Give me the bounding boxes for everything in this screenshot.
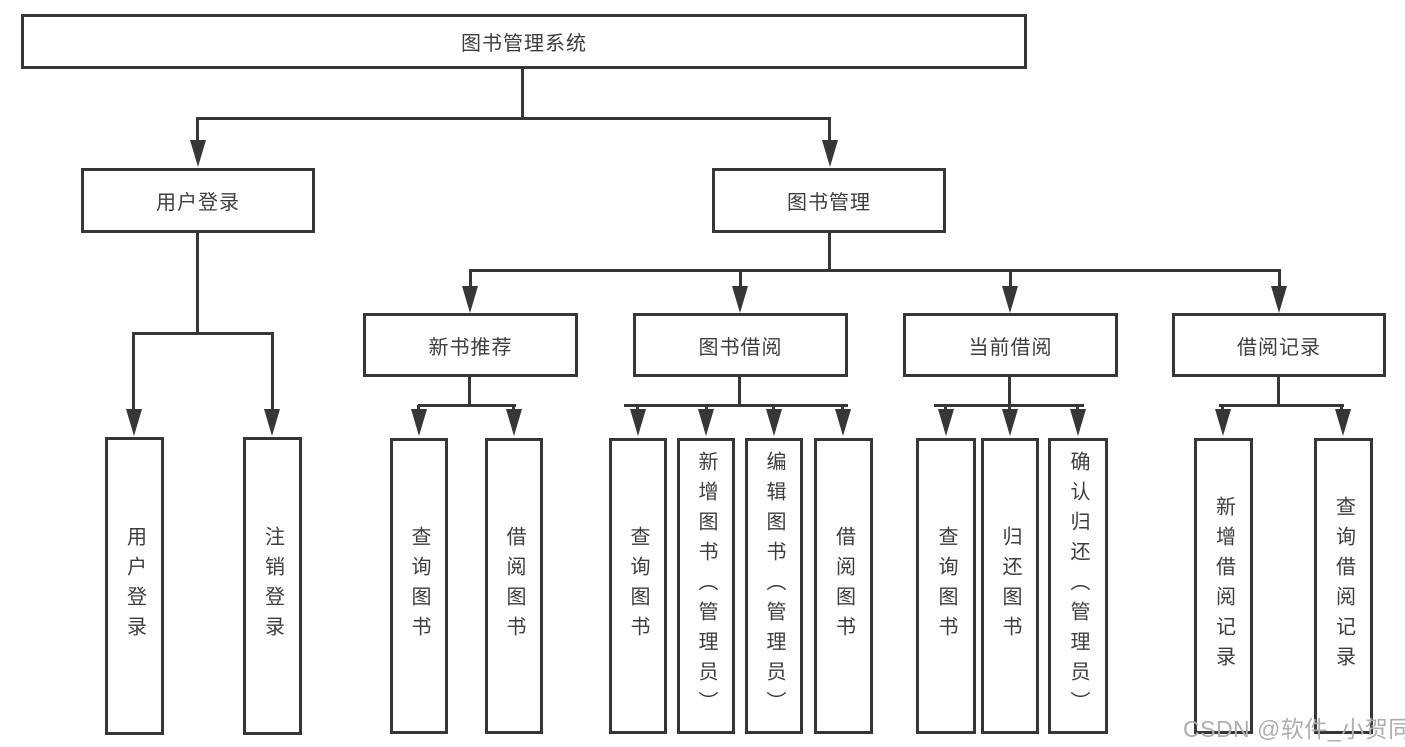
connector — [271, 334, 274, 412]
arrowhead-down — [506, 409, 522, 436]
connector — [512, 405, 515, 411]
arrowhead-down — [126, 409, 142, 436]
node-new-rec: 新书推荐 — [363, 313, 578, 377]
leaf-cb-return: 归还图书 — [981, 438, 1039, 734]
connector — [1277, 376, 1280, 406]
leaf-br-add: 新增借阅记录 — [1194, 438, 1253, 734]
connector — [1008, 376, 1011, 406]
arrowhead-down — [190, 140, 206, 167]
leaf-bb-borrow-label: 借阅图书 — [832, 526, 855, 646]
connector — [738, 376, 741, 406]
arrowhead-down — [938, 409, 954, 436]
leaf-cb-query: 查询图书 — [916, 438, 976, 734]
arrowhead-down — [630, 409, 646, 436]
connector — [417, 405, 420, 411]
connector — [636, 405, 639, 411]
connector — [196, 117, 831, 120]
connector — [418, 404, 516, 407]
leaf-bb-edit: 编辑图书（管理员） — [745, 438, 803, 734]
connector — [469, 271, 472, 287]
arrowhead-down — [264, 409, 280, 436]
connector — [841, 405, 844, 411]
connector — [828, 232, 831, 272]
leaf-br-query-label: 查询借阅记录 — [1332, 496, 1355, 676]
connector — [1221, 405, 1224, 411]
node-borrow-label: 图书借阅 — [698, 336, 783, 359]
connector — [705, 405, 708, 411]
node-record: 借阅记录 — [1172, 313, 1386, 377]
leaf-cb-return-label: 归还图书 — [999, 526, 1021, 646]
leaf-nr-query-label: 查询图书 — [408, 526, 430, 646]
connector — [1219, 404, 1344, 407]
connector — [468, 376, 471, 406]
connector — [772, 405, 775, 411]
node-record-label: 借阅记录 — [1237, 336, 1321, 359]
arrowhead-down — [1215, 409, 1231, 436]
leaf-br-add-label: 新增借阅记录 — [1212, 496, 1235, 676]
arrowhead-down — [1002, 409, 1018, 436]
connector — [196, 232, 199, 334]
csdn-watermark: CSDN @软件_小贺同学 — [1183, 716, 1405, 742]
arrowhead-down — [835, 409, 851, 436]
leaf-user-login: 用户登录 — [105, 437, 164, 735]
connector — [1008, 405, 1011, 411]
leaf-bb-add: 新增图书（管理员） — [677, 438, 735, 734]
arrowhead-down — [1070, 409, 1086, 436]
leaf-bb-edit-label: 编辑图书（管理员） — [763, 451, 785, 721]
connector — [739, 271, 742, 287]
connector — [1076, 405, 1079, 411]
arrowhead-down — [462, 286, 478, 313]
node-root: 图书管理系统 — [21, 14, 1027, 69]
arrowhead-down — [1002, 286, 1018, 313]
arrowhead-down — [1335, 409, 1351, 436]
leaf-nr-query: 查询图书 — [390, 438, 448, 734]
leaf-cb-query-label: 查询图书 — [935, 526, 957, 646]
node-mgmt-branch-label: 图书管理 — [787, 192, 871, 214]
arrowhead-down — [822, 140, 838, 167]
connector — [469, 269, 1281, 272]
node-root-label: 图书管理系统 — [461, 33, 587, 55]
leaf-bb-add-label: 新增图书（管理员） — [695, 451, 717, 721]
leaf-bb-borrow: 借阅图书 — [814, 438, 873, 734]
leaf-cb-confirm-label: 确认归还（管理员） — [1067, 451, 1089, 721]
leaf-logout: 注销登录 — [243, 437, 302, 735]
arrowhead-down — [1271, 286, 1287, 313]
leaf-cb-confirm: 确认归还（管理员） — [1048, 438, 1108, 734]
connector — [624, 404, 848, 407]
node-current: 当前借阅 — [903, 313, 1118, 377]
arrowhead-down — [732, 286, 748, 313]
arrowhead-down — [411, 409, 427, 436]
leaf-bb-query: 查询图书 — [609, 438, 667, 734]
arrowhead-down — [698, 409, 714, 436]
connector — [132, 334, 135, 412]
leaf-nr-borrow: 借阅图书 — [485, 438, 543, 734]
node-login-branch: 用户登录 — [81, 168, 315, 233]
node-new-rec-label: 新书推荐 — [428, 336, 513, 359]
connector — [1278, 271, 1281, 287]
connector — [1340, 405, 1343, 411]
leaf-br-query: 查询借阅记录 — [1314, 438, 1373, 734]
node-current-label: 当前借阅 — [968, 336, 1053, 359]
leaf-nr-borrow-label: 借阅图书 — [503, 526, 525, 646]
leaf-user-login-label: 用户登录 — [123, 526, 146, 646]
connector — [132, 332, 274, 335]
connector — [196, 118, 199, 142]
node-mgmt-branch: 图书管理 — [712, 168, 946, 233]
connector — [944, 405, 947, 411]
connector — [1009, 271, 1012, 287]
connector — [521, 69, 524, 119]
leaf-bb-query-label: 查询图书 — [627, 526, 649, 646]
leaf-logout-label: 注销登录 — [261, 526, 284, 646]
arrowhead-down — [766, 409, 782, 436]
node-borrow: 图书借阅 — [633, 313, 848, 377]
connector — [828, 118, 831, 142]
node-login-branch-label: 用户登录 — [156, 192, 240, 214]
